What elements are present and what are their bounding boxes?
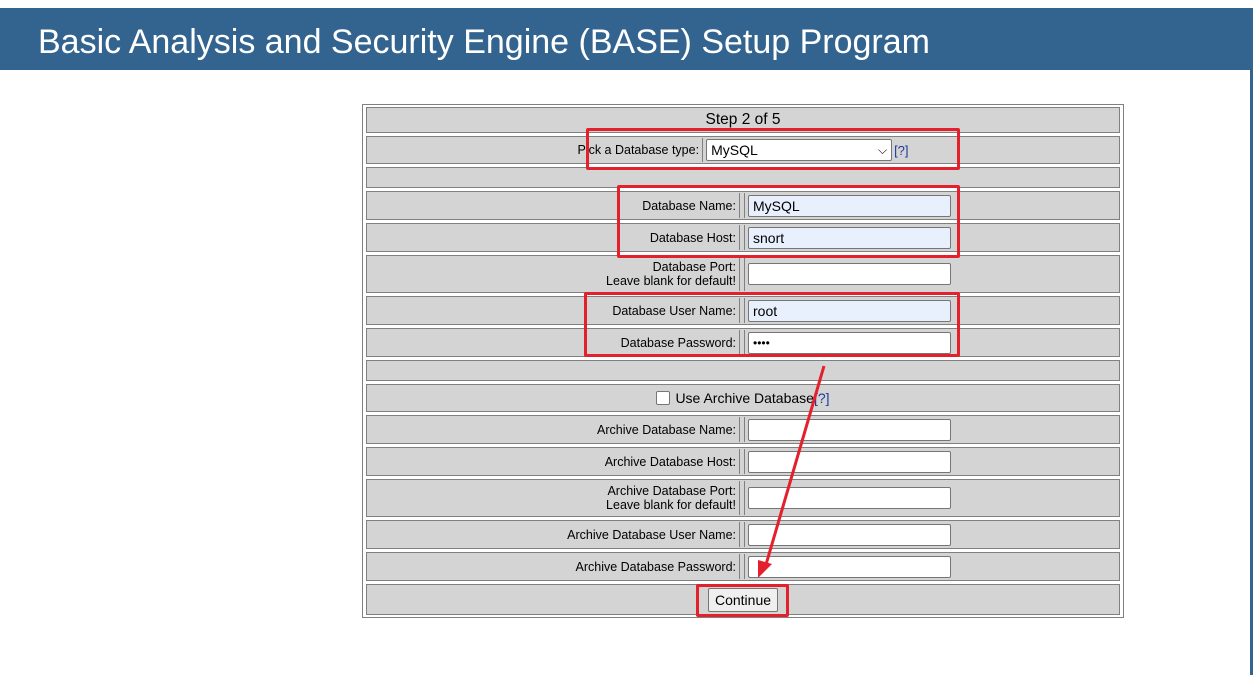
db-port-field-cell bbox=[744, 257, 1118, 291]
db-type-selected-value: MySQL bbox=[711, 142, 758, 158]
archive-pass-input[interactable] bbox=[748, 555, 951, 578]
archive-host-label: Archive Database Host: bbox=[604, 454, 736, 469]
db-pass-input[interactable]: •••• bbox=[748, 331, 951, 354]
db-port-row: Database Port: Leave blank for default! bbox=[366, 255, 1120, 293]
db-user-label-cell: Database User Name: bbox=[368, 298, 740, 323]
db-host-label-cell: Database Host: bbox=[368, 225, 740, 250]
db-user-label: Database User Name: bbox=[612, 303, 736, 318]
db-pass-label-cell: Database Password: bbox=[368, 330, 740, 355]
db-port-label: Database Port: bbox=[652, 260, 736, 274]
annotation-box-db-type bbox=[586, 128, 960, 170]
db-name-row: Database Name: MySQL bbox=[366, 191, 1120, 220]
db-pass-row: Database Password: •••• bbox=[366, 328, 1120, 357]
db-port-hint: Leave blank for default! bbox=[606, 274, 736, 288]
db-pass-label: Database Password: bbox=[620, 335, 736, 350]
db-host-row: Database Host: snort bbox=[366, 223, 1120, 252]
db-port-label-cell: Database Port: Leave blank for default! bbox=[368, 257, 740, 291]
db-user-field-cell: root bbox=[744, 298, 1118, 323]
archive-port-label-cell: Archive Database Port: Leave blank for d… bbox=[368, 481, 740, 515]
annotation-box-continue bbox=[696, 584, 789, 617]
archive-user-row: Archive Database User Name: bbox=[366, 520, 1120, 549]
cell-divider bbox=[702, 138, 704, 162]
archive-pass-label-cell: Archive Database Password: bbox=[368, 554, 740, 579]
page-border bbox=[1250, 70, 1253, 675]
archive-port-input[interactable] bbox=[748, 487, 951, 509]
db-port-input[interactable] bbox=[748, 263, 951, 285]
arrow-shaft bbox=[763, 365, 826, 569]
archive-checkbox-label: Use Archive Database bbox=[675, 390, 814, 406]
annotation-box-db-name-host bbox=[617, 185, 960, 258]
archive-user-input[interactable] bbox=[748, 523, 951, 546]
archive-user-field-cell bbox=[744, 522, 1118, 547]
db-host-input[interactable]: snort bbox=[748, 226, 951, 249]
page-header: Basic Analysis and Security Engine (BASE… bbox=[0, 0, 1253, 70]
db-type-help-link[interactable]: [?] bbox=[894, 142, 909, 158]
chevron-down-icon: ⌵ bbox=[877, 142, 888, 157]
db-user-input[interactable]: root bbox=[748, 299, 951, 322]
arrow-head bbox=[758, 560, 772, 578]
db-type-row: Pick a Database type: MySQL ⌵ [?] bbox=[366, 136, 1120, 164]
archive-name-label-cell: Archive Database Name: bbox=[368, 417, 740, 442]
archive-checkbox[interactable] bbox=[656, 391, 671, 405]
archive-name-row: Archive Database Name: bbox=[366, 415, 1120, 444]
archive-user-label: Archive Database User Name: bbox=[567, 527, 736, 542]
archive-port-field-cell bbox=[744, 481, 1118, 515]
archive-pass-field-cell bbox=[744, 554, 1118, 579]
archive-help-link[interactable]: [?] bbox=[813, 390, 830, 406]
page-title: Basic Analysis and Security Engine (BASE… bbox=[38, 23, 930, 61]
continue-button[interactable]: Continue bbox=[707, 587, 779, 612]
annotation-box-db-credentials bbox=[584, 292, 960, 357]
setup-form: Step 2 of 5 Pick a Database type: MySQL … bbox=[362, 104, 1124, 618]
archive-port-label: Archive Database Port: bbox=[607, 484, 736, 498]
db-pass-field-cell: •••• bbox=[744, 330, 1118, 355]
archive-user-label-cell: Archive Database User Name: bbox=[368, 522, 740, 547]
db-host-label: Database Host: bbox=[649, 230, 736, 245]
archive-name-input[interactable] bbox=[748, 418, 951, 441]
db-name-label-cell: Database Name: bbox=[368, 193, 740, 218]
archive-pass-label: Archive Database Password: bbox=[575, 559, 737, 574]
spacer-row bbox=[366, 360, 1120, 381]
archive-pass-row: Archive Database Password: bbox=[366, 552, 1120, 581]
archive-host-label-cell: Archive Database Host: bbox=[368, 449, 740, 474]
archive-checkbox-row: Use Archive Database [?] bbox=[366, 384, 1120, 412]
archive-name-field-cell bbox=[744, 417, 1118, 442]
db-name-field-cell: MySQL bbox=[744, 193, 1118, 218]
db-user-row: Database User Name: root bbox=[366, 296, 1120, 325]
db-name-label: Database Name: bbox=[642, 198, 736, 213]
archive-name-label: Archive Database Name: bbox=[597, 422, 736, 437]
step-indicator: Step 2 of 5 bbox=[705, 111, 781, 128]
archive-port-hint: Leave blank for default! bbox=[606, 498, 736, 512]
db-type-select[interactable]: MySQL ⌵ bbox=[706, 139, 893, 161]
db-host-field-cell: snort bbox=[744, 225, 1118, 250]
db-type-label: Pick a Database type: bbox=[577, 143, 700, 157]
db-name-input[interactable]: MySQL bbox=[748, 194, 951, 217]
archive-port-row: Archive Database Port: Leave blank for d… bbox=[366, 479, 1120, 517]
archive-host-row: Archive Database Host: bbox=[366, 447, 1120, 476]
